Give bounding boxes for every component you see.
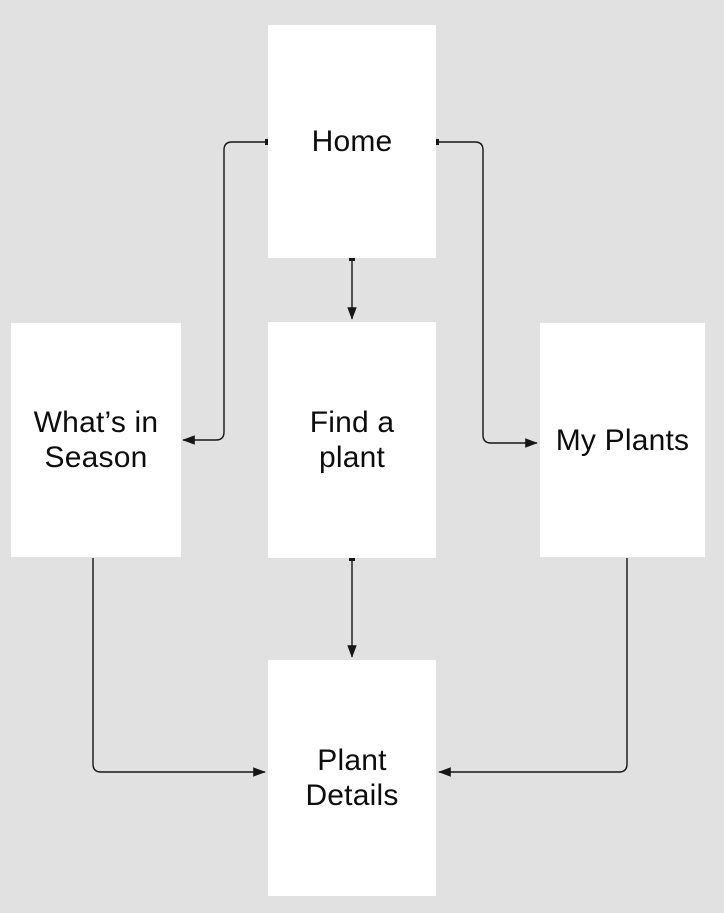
node-home[interactable]: Home <box>268 25 436 258</box>
node-whats-in-season-label: What’s in Season <box>33 406 159 474</box>
edge-my-plants-to-plant-details <box>438 558 628 777</box>
node-whats-in-season[interactable]: What’s in Season <box>11 323 181 557</box>
node-plant-details[interactable]: Plant Details <box>268 660 436 896</box>
edge-home-to-my-plants <box>432 138 538 448</box>
node-find-a-plant[interactable]: Find a plant <box>268 322 436 558</box>
edge-home-to-whats-in-season <box>182 138 272 445</box>
node-plant-details-label: Plant Details <box>305 744 399 812</box>
node-find-a-plant-label: Find a plant <box>309 406 395 474</box>
edge-whats-in-season-to-plant-details <box>92 558 266 777</box>
node-home-label: Home <box>311 125 393 158</box>
node-my-plants[interactable]: My Plants <box>540 323 705 557</box>
node-my-plants-label: My Plants <box>555 423 690 457</box>
